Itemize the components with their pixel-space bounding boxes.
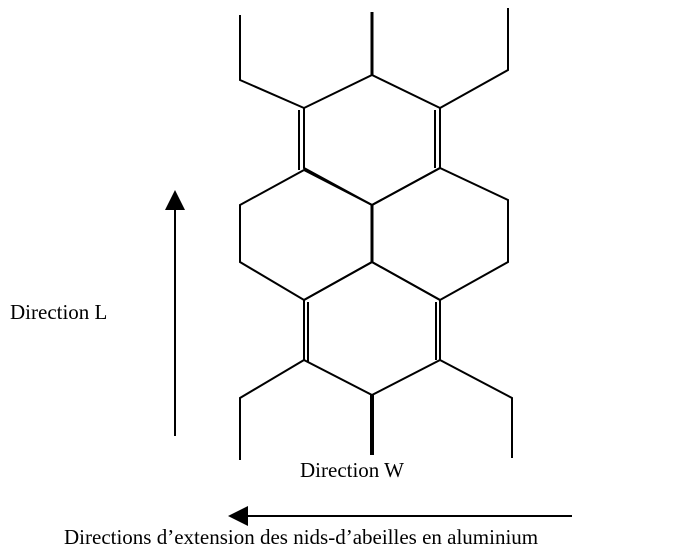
cell-top-left-stub — [239, 15, 305, 109]
honeycomb-cells — [239, 8, 513, 460]
cell-bottom-center — [303, 260, 441, 397]
cell-bottom-right-stub — [439, 359, 513, 458]
cell-middle-right — [371, 166, 509, 302]
direction-l-label: Direction L — [10, 300, 108, 324]
direction-w-label: Direction W — [300, 458, 404, 482]
cell-middle-left — [239, 168, 373, 302]
cell-bottom-left-stub — [239, 359, 305, 460]
figure-caption: Directions d’extension des nids-d’abeill… — [64, 525, 539, 549]
cell-top-right-stub — [439, 8, 509, 109]
cell-top-center — [303, 73, 441, 207]
